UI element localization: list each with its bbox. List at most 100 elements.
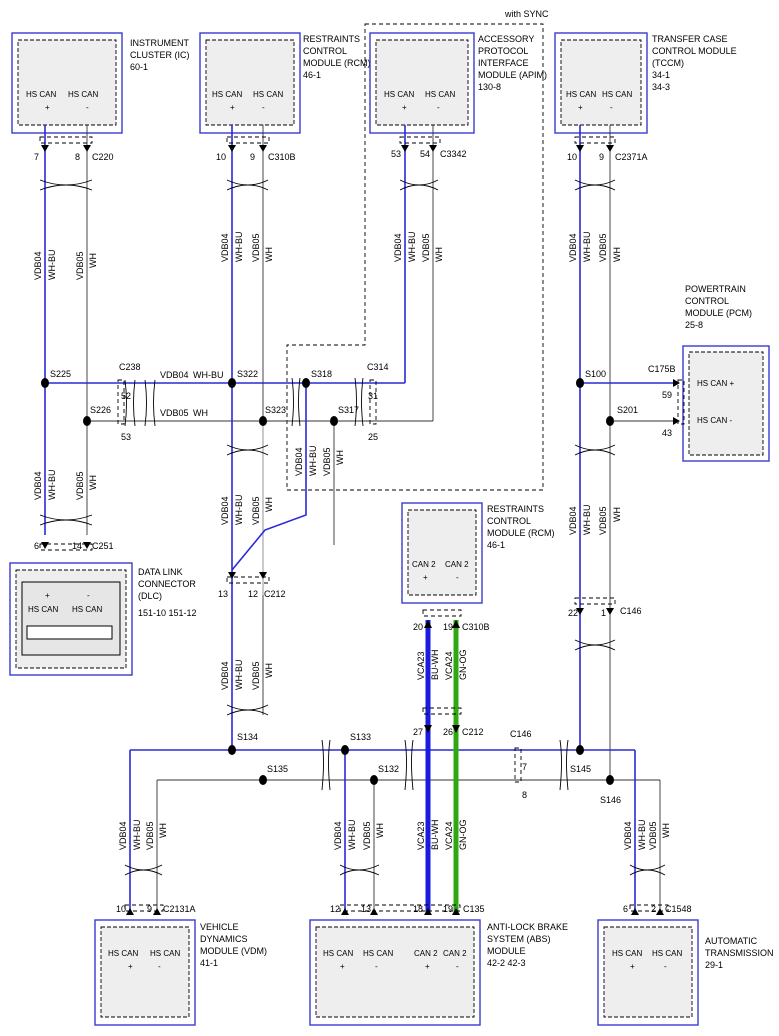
svg-text:13: 13 bbox=[361, 904, 371, 914]
svg-text:VDB04: VDB04 bbox=[220, 661, 230, 690]
svg-text:MODULE (RCM): MODULE (RCM) bbox=[303, 58, 371, 68]
svg-text:C212: C212 bbox=[264, 589, 286, 599]
svg-text:TRANSFER CASE: TRANSFER CASE bbox=[652, 34, 728, 44]
svg-text:C212: C212 bbox=[462, 727, 484, 737]
svg-text:46-1: 46-1 bbox=[303, 70, 321, 80]
svg-text:18: 18 bbox=[413, 904, 423, 914]
splice-labels: S225 S226 S322 S323 S318 S317 S100 S201 … bbox=[50, 369, 638, 805]
svg-text:VDB05: VDB05 bbox=[251, 496, 261, 525]
svg-text:WH-BU: WH-BU bbox=[582, 505, 592, 536]
svg-text:GN-OG: GN-OG bbox=[458, 820, 468, 851]
splice-s226: S226 bbox=[90, 405, 111, 415]
svg-text:VDB05: VDB05 bbox=[75, 251, 85, 280]
svg-text:C1548: C1548 bbox=[665, 904, 692, 914]
svg-text:WH: WH bbox=[193, 408, 208, 418]
svg-text:VEHICLE: VEHICLE bbox=[200, 922, 239, 932]
svg-text:WH-BU: WH-BU bbox=[47, 470, 57, 501]
wire-network bbox=[44, 125, 673, 915]
svg-text:HS CAN: HS CAN bbox=[602, 90, 632, 99]
splice-s317: S317 bbox=[338, 405, 359, 415]
svg-text:VDB05: VDB05 bbox=[648, 821, 658, 850]
svg-text:8: 8 bbox=[75, 152, 80, 162]
svg-text:WH-BU: WH-BU bbox=[637, 820, 647, 851]
svg-text:DYNAMICS: DYNAMICS bbox=[200, 934, 248, 944]
svg-text:+: + bbox=[128, 962, 133, 971]
svg-text:151-10 151-12: 151-10 151-12 bbox=[138, 608, 197, 618]
svg-text:10: 10 bbox=[567, 152, 577, 162]
svg-text:SYSTEM (ABS): SYSTEM (ABS) bbox=[487, 934, 551, 944]
svg-text:+: + bbox=[45, 591, 50, 600]
splice-s323: S323 bbox=[265, 405, 286, 415]
svg-text:34-1: 34-1 bbox=[652, 70, 670, 80]
svg-text:34-3: 34-3 bbox=[652, 82, 670, 92]
svg-text:WH: WH bbox=[264, 247, 274, 262]
svg-text:53: 53 bbox=[391, 149, 401, 159]
svg-text:-: - bbox=[664, 962, 667, 971]
svg-text:C310B: C310B bbox=[462, 622, 490, 632]
svg-text:WH-BU: WH-BU bbox=[132, 820, 142, 851]
svg-text:12: 12 bbox=[330, 904, 340, 914]
svg-text:53: 53 bbox=[121, 432, 131, 442]
svg-text:VDB04: VDB04 bbox=[623, 821, 633, 850]
svg-text:19: 19 bbox=[443, 622, 453, 632]
svg-text:WH: WH bbox=[264, 497, 274, 512]
svg-text:41-1: 41-1 bbox=[200, 958, 218, 968]
svg-text:VDB04: VDB04 bbox=[118, 821, 128, 850]
svg-text:+: + bbox=[423, 573, 428, 582]
svg-text:HS CAN -: HS CAN - bbox=[697, 416, 732, 425]
wire-labels: VDB04 WH-BU VDB05 WH VDB04 WH-BU VDB05 W… bbox=[33, 232, 671, 851]
splice-s100: S100 bbox=[585, 369, 606, 379]
svg-text:VDB04: VDB04 bbox=[220, 496, 230, 525]
svg-text:VDB04: VDB04 bbox=[393, 233, 403, 262]
svg-text:HS CAN: HS CAN bbox=[108, 949, 138, 958]
svg-text:RESTRAINTS: RESTRAINTS bbox=[487, 504, 544, 514]
svg-text:7: 7 bbox=[522, 762, 527, 772]
svg-text:-: - bbox=[262, 103, 265, 112]
svg-text:C251: C251 bbox=[92, 541, 114, 551]
svg-text:VCA24: VCA24 bbox=[444, 651, 454, 680]
svg-text:C238: C238 bbox=[119, 362, 141, 372]
svg-text:WH: WH bbox=[88, 253, 98, 268]
splice-s133: S133 bbox=[350, 732, 371, 742]
splice-dots bbox=[41, 378, 614, 785]
svg-text:GN-OG: GN-OG bbox=[458, 650, 468, 681]
svg-text:WH: WH bbox=[612, 507, 622, 522]
splice-s322: S322 bbox=[237, 369, 258, 379]
pin-numbers: 7 8 10 9 53 54 10 9 52 53 31 25 59 43 6 … bbox=[34, 149, 672, 914]
svg-text:VDB04: VDB04 bbox=[220, 233, 230, 262]
svg-text:TRANSMISSION: TRANSMISSION bbox=[705, 948, 774, 958]
svg-text:HS CAN: HS CAN bbox=[323, 949, 353, 958]
svg-text:C3342: C3342 bbox=[440, 149, 467, 159]
svg-text:60-1: 60-1 bbox=[130, 62, 148, 72]
svg-text:CONTROL: CONTROL bbox=[487, 516, 531, 526]
svg-text:+: + bbox=[402, 103, 407, 112]
connector-dashes bbox=[39, 136, 685, 912]
svg-text:MODULE (VDM): MODULE (VDM) bbox=[200, 946, 267, 956]
svg-text:CLUSTER (IC): CLUSTER (IC) bbox=[130, 50, 190, 60]
splice-s146: S146 bbox=[600, 795, 621, 805]
bus-wire-labels: VDB04 WH-BU VDB05 WH bbox=[160, 370, 224, 418]
svg-text:C175B: C175B bbox=[648, 364, 676, 374]
svg-text:RESTRAINTS: RESTRAINTS bbox=[303, 34, 360, 44]
svg-text:42-2 42-3: 42-2 42-3 bbox=[487, 958, 526, 968]
svg-text:59: 59 bbox=[662, 390, 672, 400]
svg-text:VDB05: VDB05 bbox=[160, 408, 189, 418]
svg-text:HS CAN +: HS CAN + bbox=[697, 379, 734, 388]
module-restraints-control-can2: CAN 2 CAN 2 + - RESTRAINTS CONTROL MODUL… bbox=[401, 502, 555, 604]
module-automatic-transmission: HS CAN HS CAN + - AUTOMATIC TRANSMISSION… bbox=[597, 919, 774, 1026]
svg-text:MODULE: MODULE bbox=[487, 946, 526, 956]
svg-text:CAN 2: CAN 2 bbox=[414, 949, 438, 958]
svg-text:HS CAN: HS CAN bbox=[652, 949, 682, 958]
splice-s135: S135 bbox=[267, 764, 288, 774]
svg-text:9: 9 bbox=[250, 152, 255, 162]
module-data-link-connector: + - HS CAN HS CAN DATA LINK CONNECTOR (D… bbox=[9, 562, 197, 676]
splice-s132: S132 bbox=[378, 764, 399, 774]
svg-text:VDB04: VDB04 bbox=[160, 370, 189, 380]
svg-text:20: 20 bbox=[413, 622, 423, 632]
svg-text:VDB05: VDB05 bbox=[145, 821, 155, 850]
module-instrument-cluster: HS CAN HS CAN + - INSTRUMENT CLUSTER (IC… bbox=[11, 32, 190, 134]
svg-text:VDB04: VDB04 bbox=[568, 233, 578, 262]
svg-text:VCA23: VCA23 bbox=[416, 651, 426, 680]
svg-text:C2131A: C2131A bbox=[163, 904, 196, 914]
module-pcm: HS CAN + HS CAN - POWERTRAIN CONTROL MOD… bbox=[682, 284, 770, 462]
